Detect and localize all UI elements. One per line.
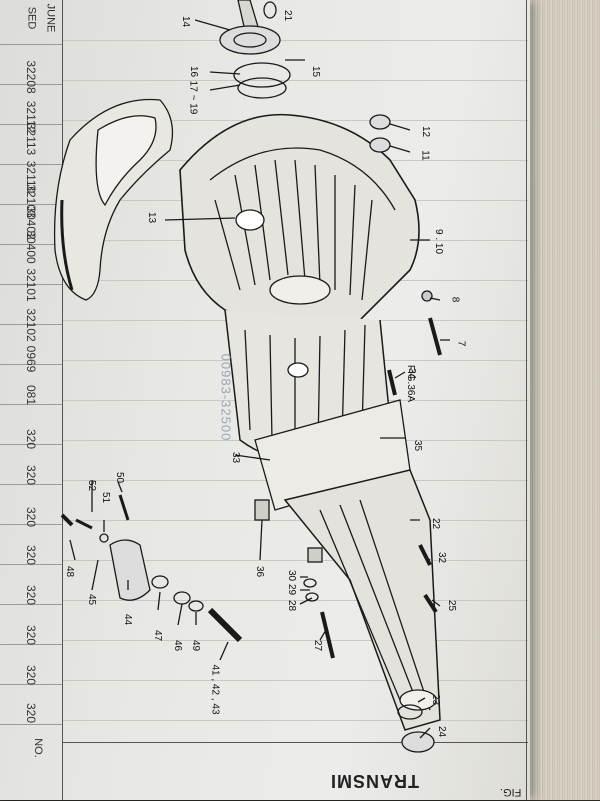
callout-7: 7 <box>455 340 467 347</box>
right-margin-rule <box>526 0 527 800</box>
callout-52: 52 <box>86 479 98 492</box>
callout-15: 15 <box>310 65 322 78</box>
callout-33: 33 <box>230 451 242 464</box>
callout-49: 49 <box>190 639 202 652</box>
callout-45: 45 <box>86 593 98 606</box>
callout-44: 44 <box>122 613 134 626</box>
callout-27: 27 <box>312 639 324 652</box>
callout-23: 23 <box>430 693 442 706</box>
callout-34: 34 <box>406 367 418 380</box>
callout-48: 48 <box>64 565 76 578</box>
stamped-reference-number: 00983-32500 <box>218 353 234 442</box>
callout-47: 47 <box>152 629 164 642</box>
callout-8: 8 <box>449 296 461 303</box>
callout-35: 35 <box>412 439 424 452</box>
callout-14: 14 <box>180 15 192 28</box>
callout-9-10: 9 . 10 <box>433 228 445 255</box>
callout-36: 36 <box>254 565 266 578</box>
callout-41-42-43: 41 , 42 , 43 <box>209 664 221 715</box>
callout-13: 13 <box>146 211 158 224</box>
callout-32: 32 <box>436 551 448 564</box>
callout-25: 25 <box>446 599 458 612</box>
callout-30: 30 <box>286 569 298 582</box>
callout-17-19: 17 ~ 19 <box>187 80 199 115</box>
part-number-column: SED JUNE 32208 32112 32113 32110 32103 3… <box>0 0 63 800</box>
callout-46: 46 <box>172 639 184 652</box>
callout-12: 12 <box>420 125 432 138</box>
callout-29: 29 <box>286 583 298 596</box>
callout-11: 11 <box>419 150 431 161</box>
table-header-band <box>62 742 528 801</box>
callout-24: 24 <box>436 725 448 738</box>
callout-50: 50 <box>114 471 126 484</box>
callout-51: 51 <box>100 491 112 504</box>
callout-28: 28 <box>286 599 298 612</box>
callout-21: 21 <box>282 9 294 22</box>
callout-22: 22 <box>430 517 442 530</box>
callout-16: 16 <box>188 65 200 78</box>
